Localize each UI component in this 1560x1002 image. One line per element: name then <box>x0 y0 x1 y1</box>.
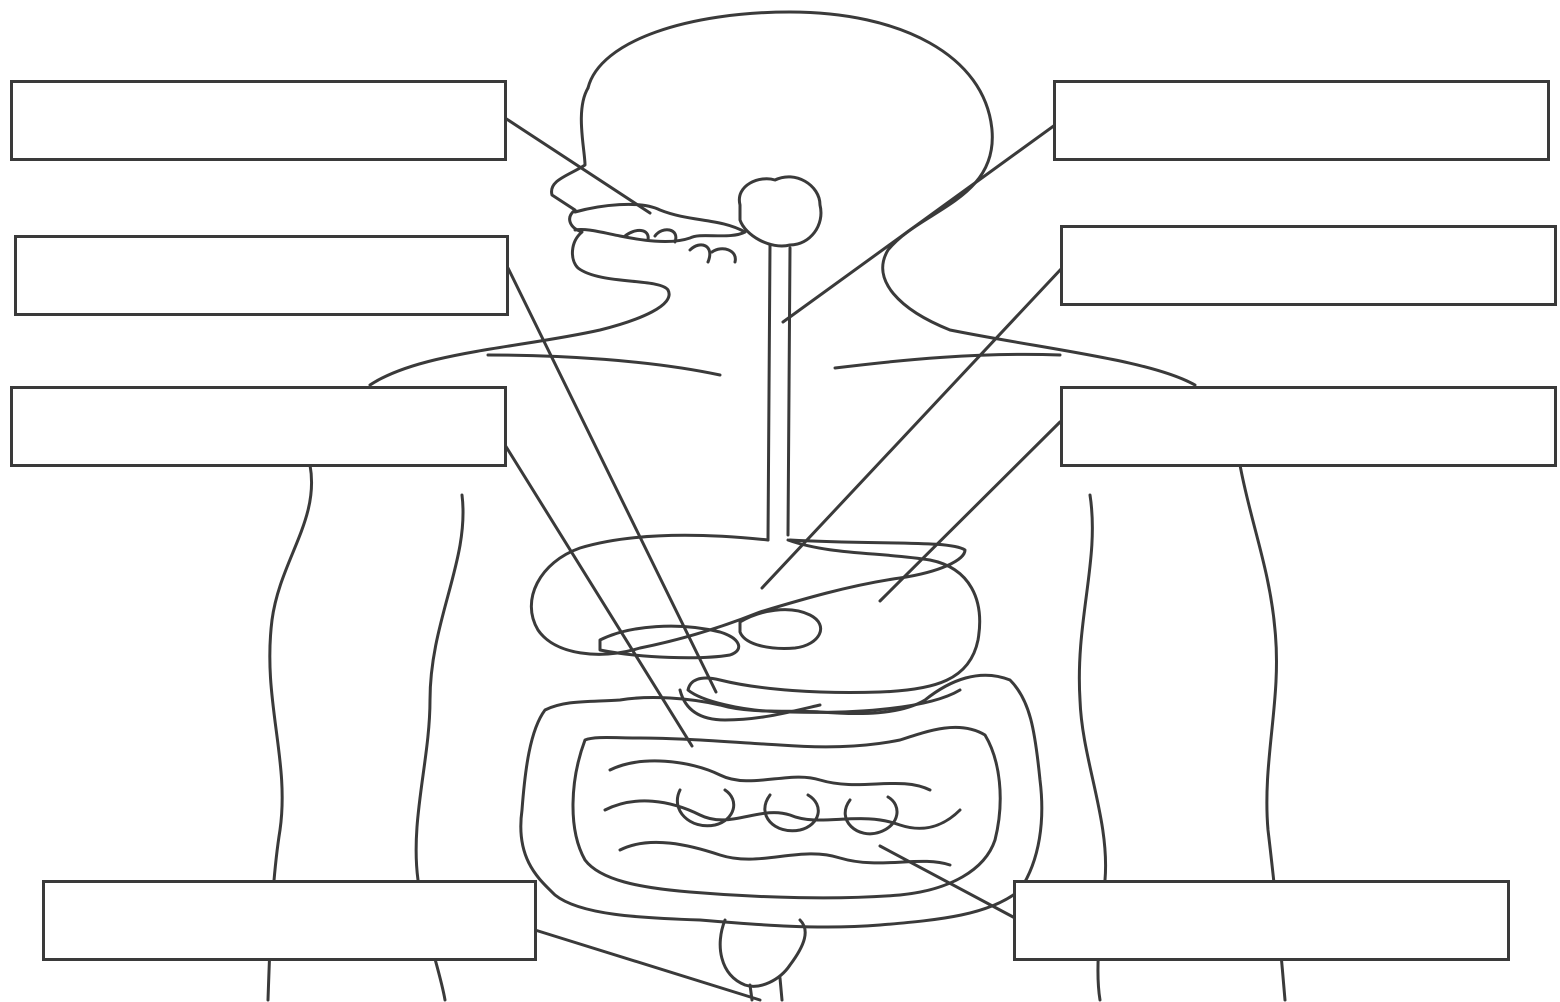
esophagus-tube <box>768 245 790 540</box>
label-box-esophagus[interactable] <box>1053 80 1550 161</box>
label-box-stomach[interactable] <box>1060 225 1557 306</box>
leader-line-esophagus <box>783 125 1055 322</box>
clavicle-left <box>488 355 720 375</box>
leader-line-rectum <box>535 930 760 1000</box>
leader-line-mouth <box>505 118 650 213</box>
label-box-pancreas[interactable] <box>14 235 509 316</box>
salivary-gland <box>739 177 821 246</box>
label-box-mouth[interactable] <box>10 80 507 161</box>
leader-line-liver <box>880 846 1015 918</box>
mouth-cavity <box>575 204 745 241</box>
small-intestine-coils <box>605 761 960 865</box>
label-box-rectum[interactable] <box>42 880 537 961</box>
duodenum <box>680 690 820 720</box>
leader-line-stomach <box>762 268 1062 588</box>
clavicle-right <box>835 354 1060 368</box>
leader-line-large-intestine <box>880 422 1060 601</box>
anus-canal <box>750 978 782 1000</box>
gallbladder <box>740 610 821 649</box>
rectum <box>720 920 805 986</box>
label-box-large-intestine[interactable] <box>1060 386 1557 467</box>
leader-line-pancreas <box>508 268 716 692</box>
label-box-small-intestine[interactable] <box>10 386 507 467</box>
stomach-outline <box>688 540 980 712</box>
head-outline <box>588 12 1195 385</box>
label-box-liver[interactable] <box>1013 880 1510 961</box>
